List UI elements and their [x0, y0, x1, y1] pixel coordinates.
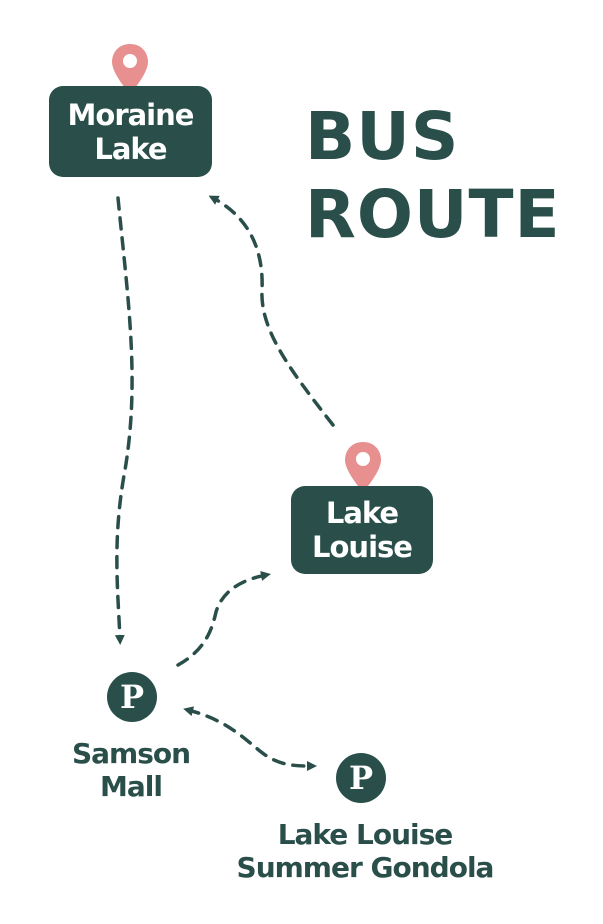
stop-moraine-lake-line2: Lake	[94, 131, 167, 166]
stop-summer-gondola-line1: Lake Louise	[277, 818, 454, 851]
parking-icon: P	[336, 753, 386, 803]
stop-samson-mall-line1: Samson	[71, 737, 191, 770]
title-line-2: ROUTE	[305, 176, 561, 253]
stop-samson-mall-line2: Mall	[100, 770, 163, 803]
route-samson-gondola	[183, 706, 317, 771]
map-pin-icon	[345, 442, 381, 492]
route-moraine-to-samson	[114, 196, 134, 645]
stop-lake-louise: Lake Louise	[291, 486, 433, 574]
route-louise-to-moraine	[208, 195, 335, 427]
map-title: BUS ROUTE	[305, 98, 595, 254]
stop-summer-gondola-line2: Summer Gondola	[236, 851, 495, 884]
route-samson-to-louise	[176, 571, 271, 667]
title-line-1: BUS	[305, 98, 460, 175]
map-pin-icon	[112, 44, 148, 94]
stop-moraine-lake: Moraine Lake	[49, 86, 212, 177]
stop-moraine-lake-line1: Moraine	[67, 97, 195, 132]
stop-lake-louise-line2: Louise	[312, 530, 413, 564]
stop-samson-mall: Samson Mall	[46, 737, 216, 803]
parking-icon: P	[107, 672, 157, 722]
stop-lake-louise-line1: Lake	[325, 496, 399, 530]
stop-summer-gondola: Lake Louise Summer Gondola	[210, 818, 520, 884]
